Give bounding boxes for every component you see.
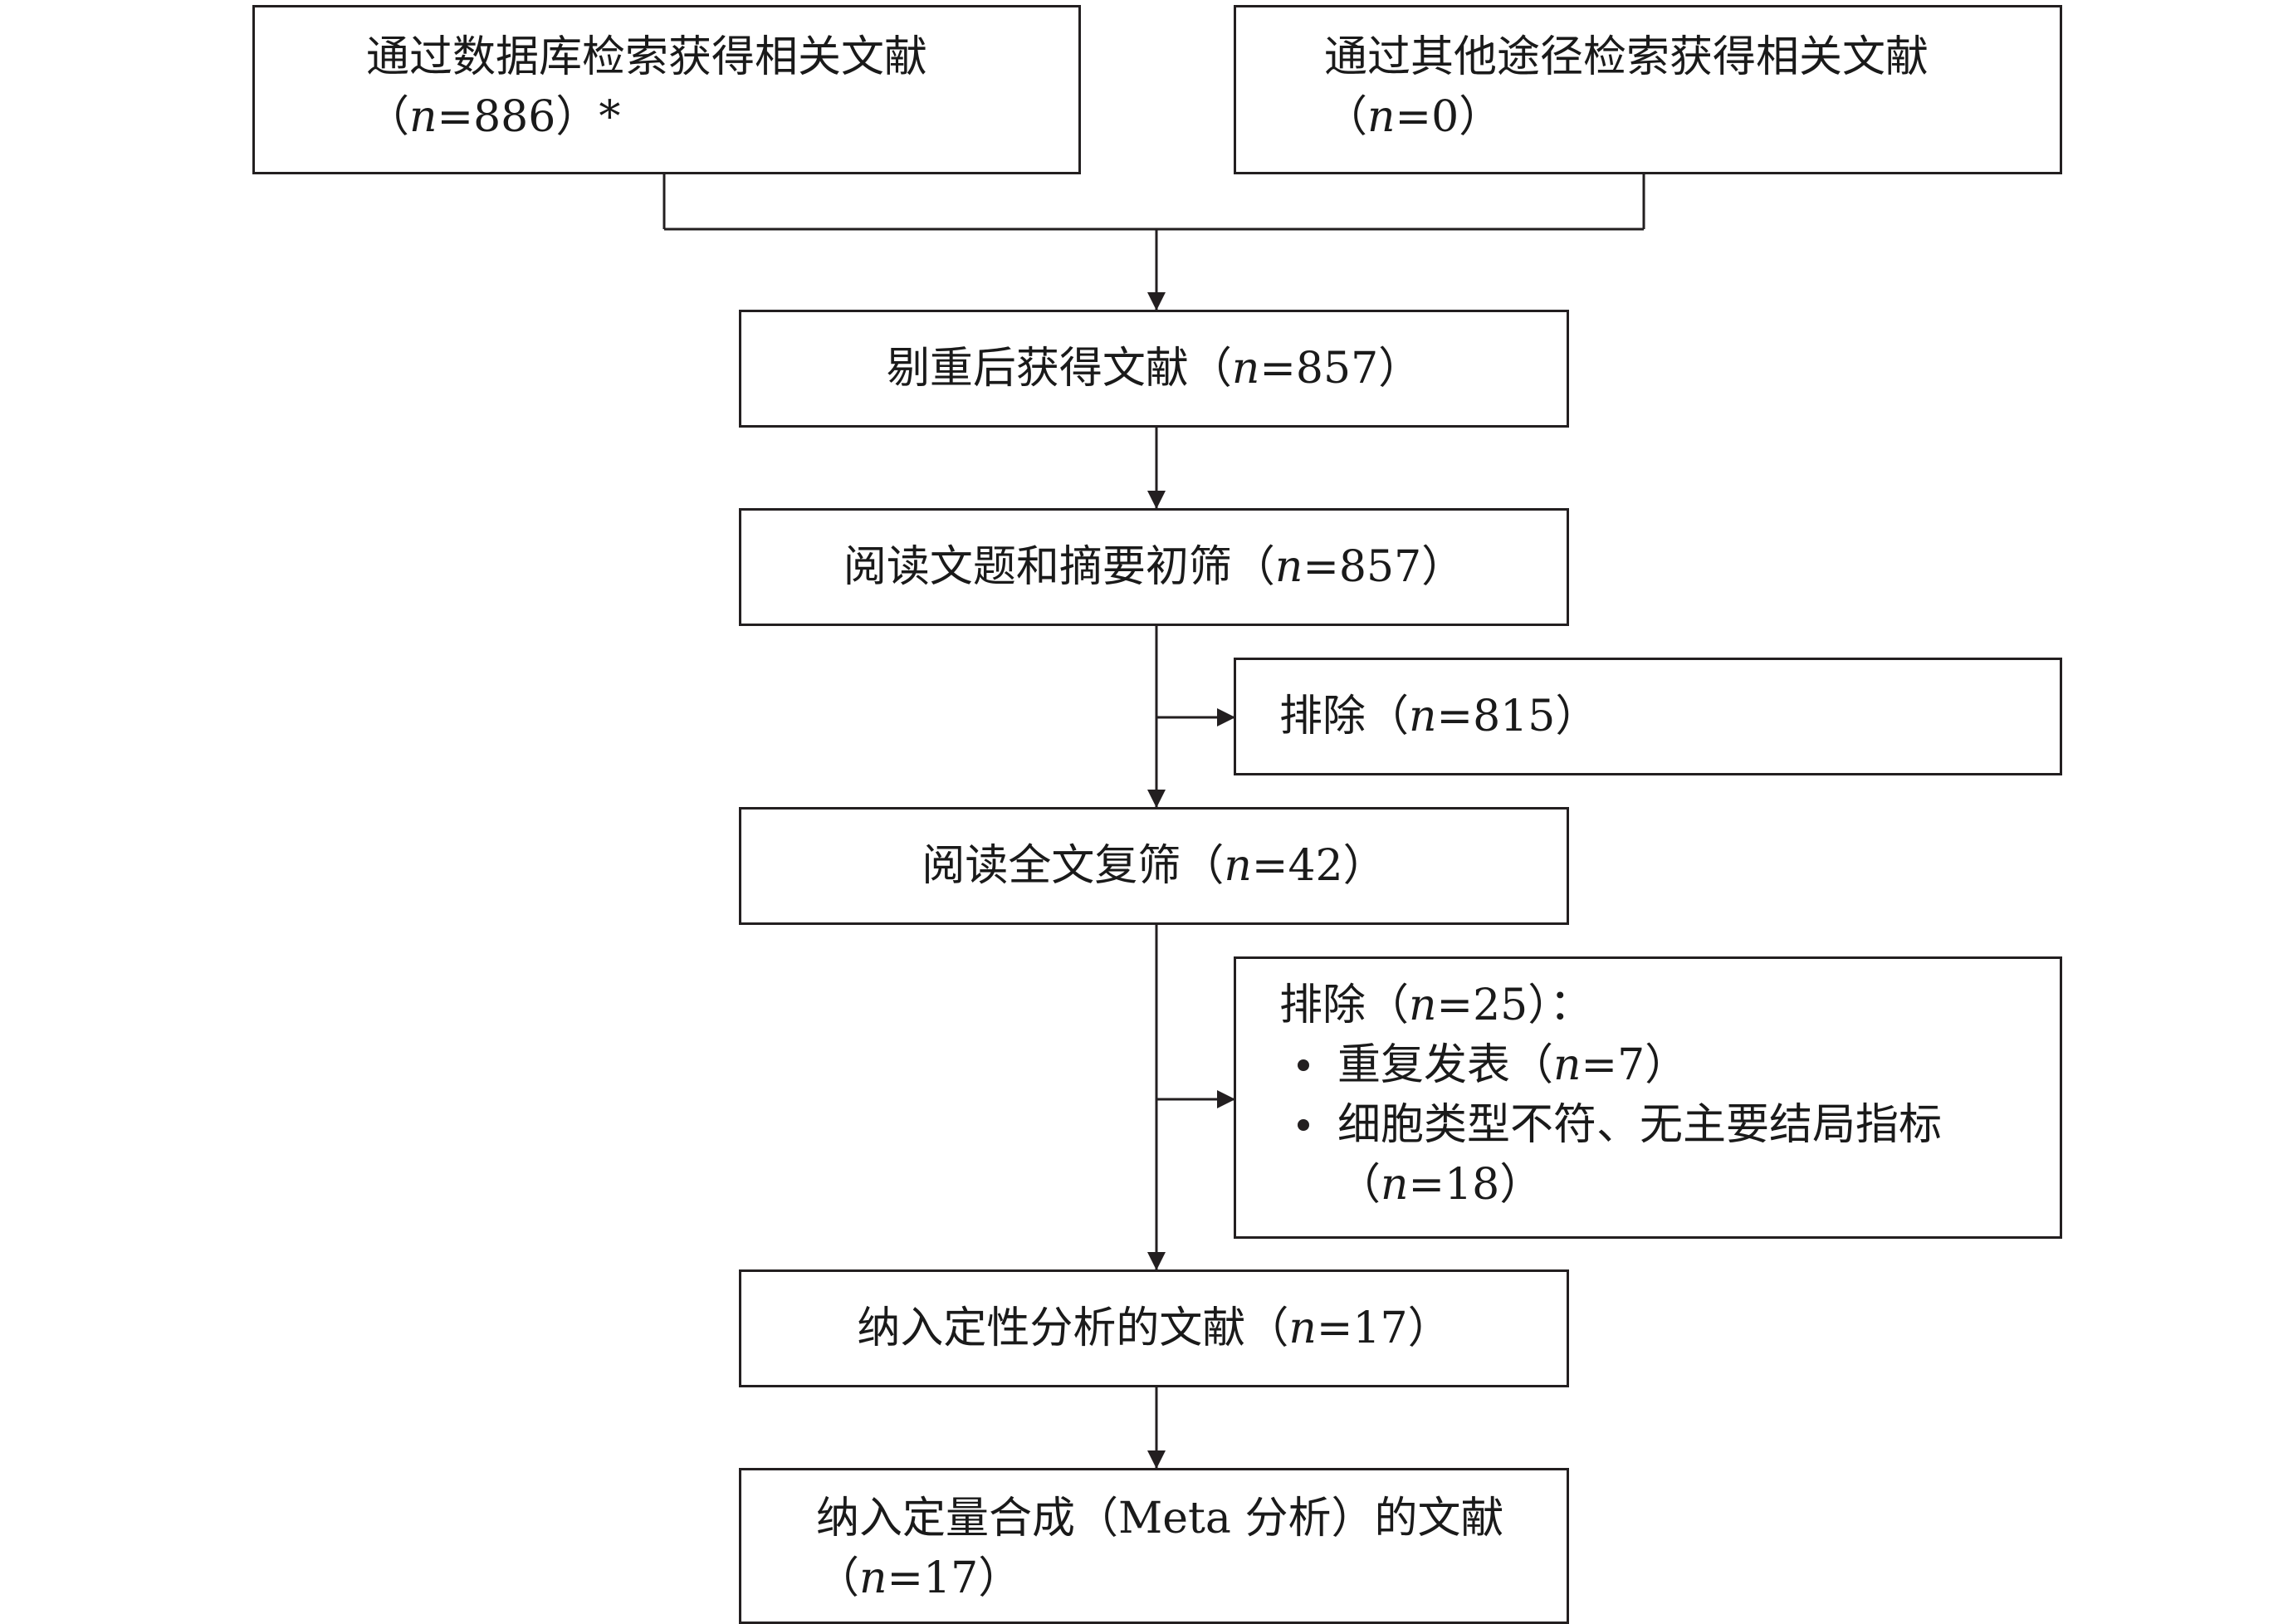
arrowhead-exclude2	[1217, 1090, 1235, 1108]
node-exclusion-1-label: 排除（n=815）	[1279, 692, 1599, 741]
node-quantitative-count: （n=17）	[816, 1553, 1022, 1603]
arrowhead-quantitative	[1147, 1450, 1166, 1469]
node-exclusion-2: 排除（n=25）： 重复发表（n=7） 细胞类型不符、无主要结局指标 （n=18…	[1234, 956, 2062, 1239]
exclusion-reason-cell-type: 细胞类型不符、无主要结局指标 （n=18）	[1279, 1095, 2060, 1215]
node-other-search: 通过其他途径检索获得相关文献 （n=0）	[1234, 5, 2062, 174]
node-other-search-count: （n=0）	[1324, 92, 1503, 142]
node-title-abstract-screening: 阅读文题和摘要初筛（n=857）	[739, 508, 1569, 626]
arrowhead-qualitative	[1147, 1252, 1166, 1270]
node-database-search-label: 通过数据库检索获得相关文献	[366, 32, 928, 82]
node-quantitative-label: 纳入定量合成（Meta 分析）的文献	[816, 1494, 1504, 1543]
node-other-search-label: 通过其他途径检索获得相关文献	[1324, 32, 1929, 82]
arrowhead-title-abstract	[1147, 491, 1166, 509]
node-fulltext-screening: 阅读全文复筛（n=42）	[739, 807, 1569, 925]
bullet-dot	[1298, 1119, 1309, 1131]
node-exclusion-1: 排除（n=815）	[1234, 658, 2062, 775]
node-title-abstract-label: 阅读文题和摘要初筛（n=857）	[843, 542, 1465, 592]
exclusion-reason-cell-type-count: （n=18）	[1337, 1160, 1543, 1210]
node-qualitative-label: 纳入定性分析的文献（n=17）	[857, 1304, 1451, 1353]
node-fulltext-label: 阅读全文复筛（n=42）	[922, 841, 1386, 891]
node-database-search: 通过数据库检索获得相关文献 （n=886）*	[252, 5, 1081, 174]
arrowhead-exclude1	[1217, 708, 1235, 726]
node-deduplicated-label: 剔重后获得文献（n=857）	[886, 344, 1422, 394]
node-qualitative-synthesis: 纳入定性分析的文献（n=17）	[739, 1269, 1569, 1387]
node-quantitative-synthesis: 纳入定量合成（Meta 分析）的文献 （n=17）	[739, 1468, 1569, 1624]
exclusion-reason-duplicate: 重复发表（n=7）	[1279, 1035, 2060, 1095]
exclusion-reasons-list: 重复发表（n=7） 细胞类型不符、无主要结局指标 （n=18）	[1279, 1035, 2060, 1215]
node-database-search-count: （n=886）*	[366, 92, 621, 142]
node-exclusion-2-label: 排除（n=25）：	[1279, 981, 1593, 1030]
node-deduplicated: 剔重后获得文献（n=857）	[739, 310, 1569, 428]
bullet-dot	[1298, 1059, 1309, 1071]
arrowhead-fulltext	[1147, 790, 1166, 808]
arrowhead-dedup	[1147, 292, 1166, 311]
